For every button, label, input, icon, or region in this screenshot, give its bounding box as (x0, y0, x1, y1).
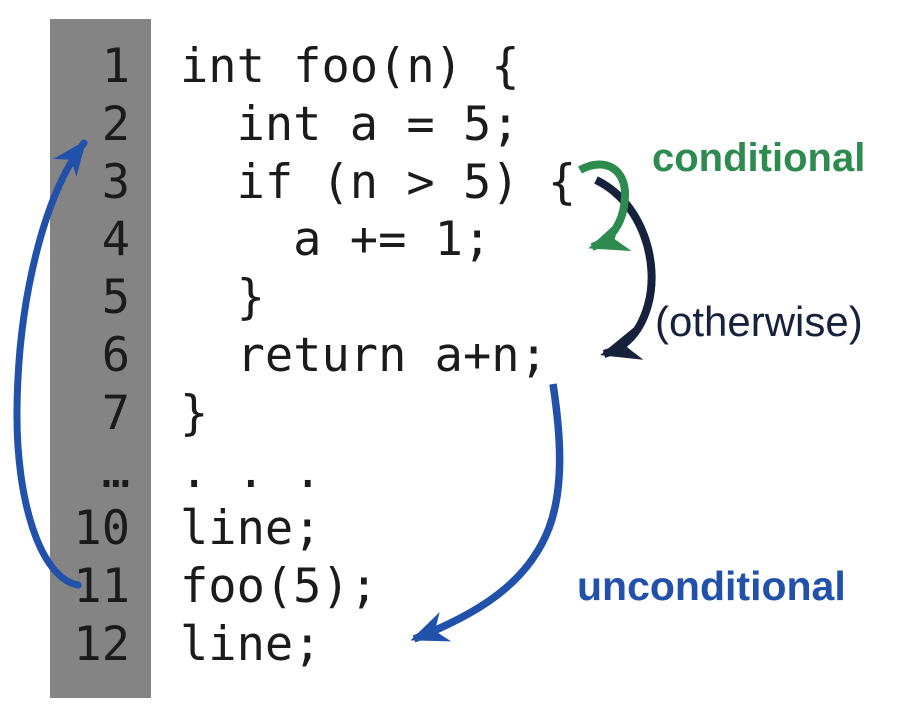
code-text: } (180, 385, 209, 441)
conditional-label: conditional (652, 136, 866, 180)
code-line: 7 } (0, 385, 920, 443)
code-text: int foo(n) { (180, 39, 520, 94)
line-number: 3 (101, 154, 130, 210)
code-line: 5 } (0, 269, 920, 327)
code-listing: 1 int foo(n) { 2 int a = 5; 3 if (n > 5)… (0, 38, 920, 674)
code-text: return a+n; (180, 327, 548, 383)
unconditional-label: unconditional (577, 563, 846, 609)
line-number: 1 (101, 39, 130, 94)
code-text: if (n > 5) { (180, 154, 577, 210)
line-number: 4 (101, 212, 130, 268)
code-line: 4 a += 1; (0, 211, 920, 269)
line-number: 6 (101, 327, 130, 383)
code-line-ellipsis: … ... (0, 443, 920, 501)
code-text: line; (180, 501, 322, 557)
code-line: 10 line; (0, 500, 920, 558)
line-number: 2 (101, 96, 130, 152)
line-number: 7 (101, 385, 130, 441)
code-line: 1 int foo(n) { (0, 38, 920, 96)
code-line: 3 if (n > 5) { (0, 154, 920, 212)
code-line: 2 int a = 5; (0, 96, 920, 154)
code-text: foo(5); (180, 559, 379, 615)
code-text: int a = 5; (180, 96, 520, 152)
code-line: 6 return a+n; (0, 327, 920, 385)
line-number: 12 (73, 616, 130, 672)
code-text: a += 1; (180, 212, 492, 268)
otherwise-label: (otherwise) (655, 298, 863, 345)
code-line: 12 line; (0, 616, 920, 674)
code-text: ... (180, 443, 351, 499)
line-number: … (101, 443, 130, 499)
code-text: } (180, 270, 265, 326)
line-number: 5 (101, 270, 130, 326)
code-text: line; (180, 616, 322, 672)
line-number: 11 (73, 559, 130, 615)
line-number: 10 (73, 501, 130, 557)
